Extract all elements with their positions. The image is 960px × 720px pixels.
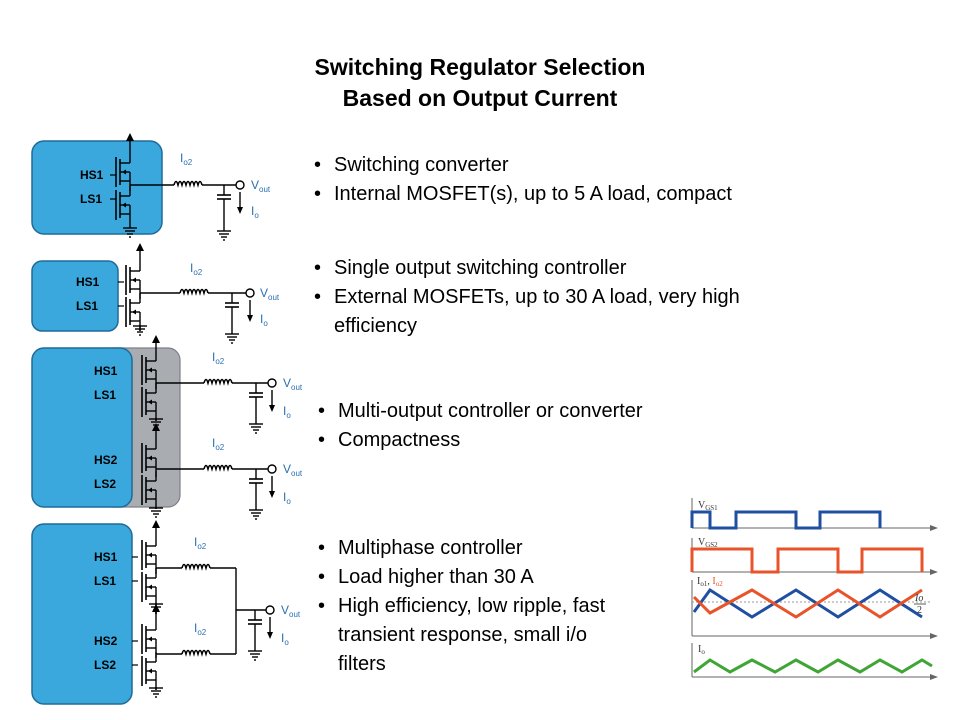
bullets-section-1: Switching converter Internal MOSFET(s), … bbox=[312, 151, 732, 209]
circuit-3-multi-output: HS1 LS1 HS2 LS2 Io2 Vout Io bbox=[31, 335, 303, 520]
bullet-continuation: filters bbox=[338, 653, 386, 675]
controller-chip-1 bbox=[31, 140, 163, 235]
signal-io2: Io2 bbox=[180, 151, 193, 167]
bullet-item: External MOSFETs, up to 30 A load, very … bbox=[312, 283, 740, 312]
bullet-item: Internal MOSFET(s), up to 5 A load, comp… bbox=[312, 180, 732, 209]
label-hs1-3: HS1 bbox=[94, 364, 118, 378]
bullet-continuation: efficiency bbox=[334, 315, 418, 337]
controller-chip-3 bbox=[31, 347, 133, 508]
bullet-item: High efficiency, low ripple, fast bbox=[316, 592, 605, 621]
label-io-over-2-num: Io bbox=[914, 593, 923, 604]
bullets-section-2: Single output switching controller Exter… bbox=[312, 254, 740, 341]
label-hs1-4: HS1 bbox=[94, 550, 118, 564]
signal-vout-2: Vout bbox=[260, 286, 280, 302]
label-ls1-4: LS1 bbox=[94, 574, 116, 588]
vgs2-waveform bbox=[690, 547, 924, 574]
signal-io-4: Io bbox=[281, 631, 289, 647]
label-ls2-4: LS2 bbox=[94, 658, 116, 672]
label-io-over-2-den: 2 bbox=[917, 605, 922, 616]
label-ls1-2: LS1 bbox=[76, 299, 98, 313]
circuit-1-internal-mosfet: HS1 LS1 Io2 Vout Io bbox=[31, 133, 271, 241]
label-hs1-2: HS1 bbox=[76, 275, 100, 289]
signal-io-2: Io bbox=[260, 312, 268, 328]
label-ls1-3: LS1 bbox=[94, 388, 116, 402]
bullet-item: Single output switching controller bbox=[312, 254, 740, 283]
bullet-item: Multi-output controller or converter bbox=[316, 397, 643, 426]
io-waveform bbox=[693, 658, 933, 674]
signal-io-3a: Io bbox=[283, 404, 291, 420]
signal-vout-3a: Vout bbox=[283, 376, 303, 392]
slide-title: Switching Regulator Selection Based on O… bbox=[0, 52, 960, 114]
label-io1-io2: Io1, Io2 bbox=[697, 576, 723, 588]
bullet-item: Load higher than 30 A bbox=[316, 563, 605, 592]
io1-waveform bbox=[692, 587, 923, 619]
multiphase-waveforms: VGS1 VGS2 Io1, Io2 Io 2 Io bbox=[690, 498, 938, 680]
label-io: Io bbox=[698, 644, 705, 656]
signal-vout: Vout bbox=[251, 178, 271, 194]
signal-io2-4b: Io2 bbox=[194, 621, 207, 637]
signal-io2-3b: Io2 bbox=[212, 436, 225, 452]
bullet-continuation: transient response, small i/o bbox=[338, 624, 588, 646]
signal-vout-3b: Vout bbox=[283, 462, 303, 478]
bullets-section-3: Multi-output controller or converter Com… bbox=[316, 397, 643, 455]
label-ls1: LS1 bbox=[80, 192, 102, 206]
circuit-4-multiphase: HS1 LS1 HS2 LS2 Io2 Io2 bbox=[31, 520, 301, 705]
bullet-item: Switching converter bbox=[312, 151, 732, 180]
label-hs2-4: HS2 bbox=[94, 634, 118, 648]
title-line-2: Based on Output Current bbox=[342, 85, 618, 111]
bullets-section-4: Multiphase controller Load higher than 3… bbox=[316, 534, 605, 679]
signal-io-3b: Io bbox=[283, 490, 291, 506]
label-vgs2: VGS2 bbox=[698, 537, 718, 549]
signal-io2-4a: Io2 bbox=[194, 535, 207, 551]
label-hs2-3: HS2 bbox=[94, 453, 118, 467]
signal-vout-4: Vout bbox=[281, 603, 301, 619]
signal-io: Io bbox=[251, 204, 259, 220]
label-ls2-3: LS2 bbox=[94, 477, 116, 491]
vgs1-waveform bbox=[690, 510, 882, 530]
controller-chip-4 bbox=[31, 523, 133, 705]
io2-waveform bbox=[692, 588, 923, 619]
signal-io2-2: Io2 bbox=[190, 261, 203, 277]
label-hs1: HS1 bbox=[80, 168, 104, 182]
controller-chip-2 bbox=[31, 260, 119, 332]
circuit-2-external-mosfets: HS1 LS1 Io2 Vout Io bbox=[31, 243, 280, 344]
bullet-item: Multiphase controller bbox=[316, 534, 605, 563]
label-vgs1: VGS1 bbox=[698, 500, 718, 512]
title-line-1: Switching Regulator Selection bbox=[314, 54, 646, 80]
bullet-item: Compactness bbox=[316, 426, 643, 455]
signal-io2-3a: Io2 bbox=[212, 350, 225, 366]
